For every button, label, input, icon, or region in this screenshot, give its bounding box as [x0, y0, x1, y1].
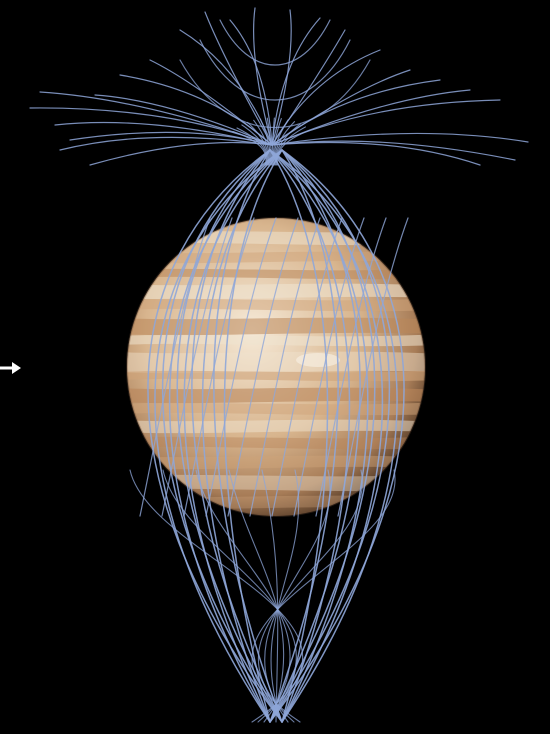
field-line	[200, 40, 350, 100]
field-line	[272, 90, 470, 145]
field-line	[90, 143, 272, 166]
planet-band	[120, 388, 440, 403]
field-line	[30, 108, 272, 145]
planet-band	[120, 230, 440, 245]
planet-band	[120, 284, 440, 299]
field-line	[272, 143, 480, 166]
field-line	[272, 141, 515, 160]
right-arrow-icon	[0, 362, 21, 374]
planet-band	[120, 252, 440, 263]
